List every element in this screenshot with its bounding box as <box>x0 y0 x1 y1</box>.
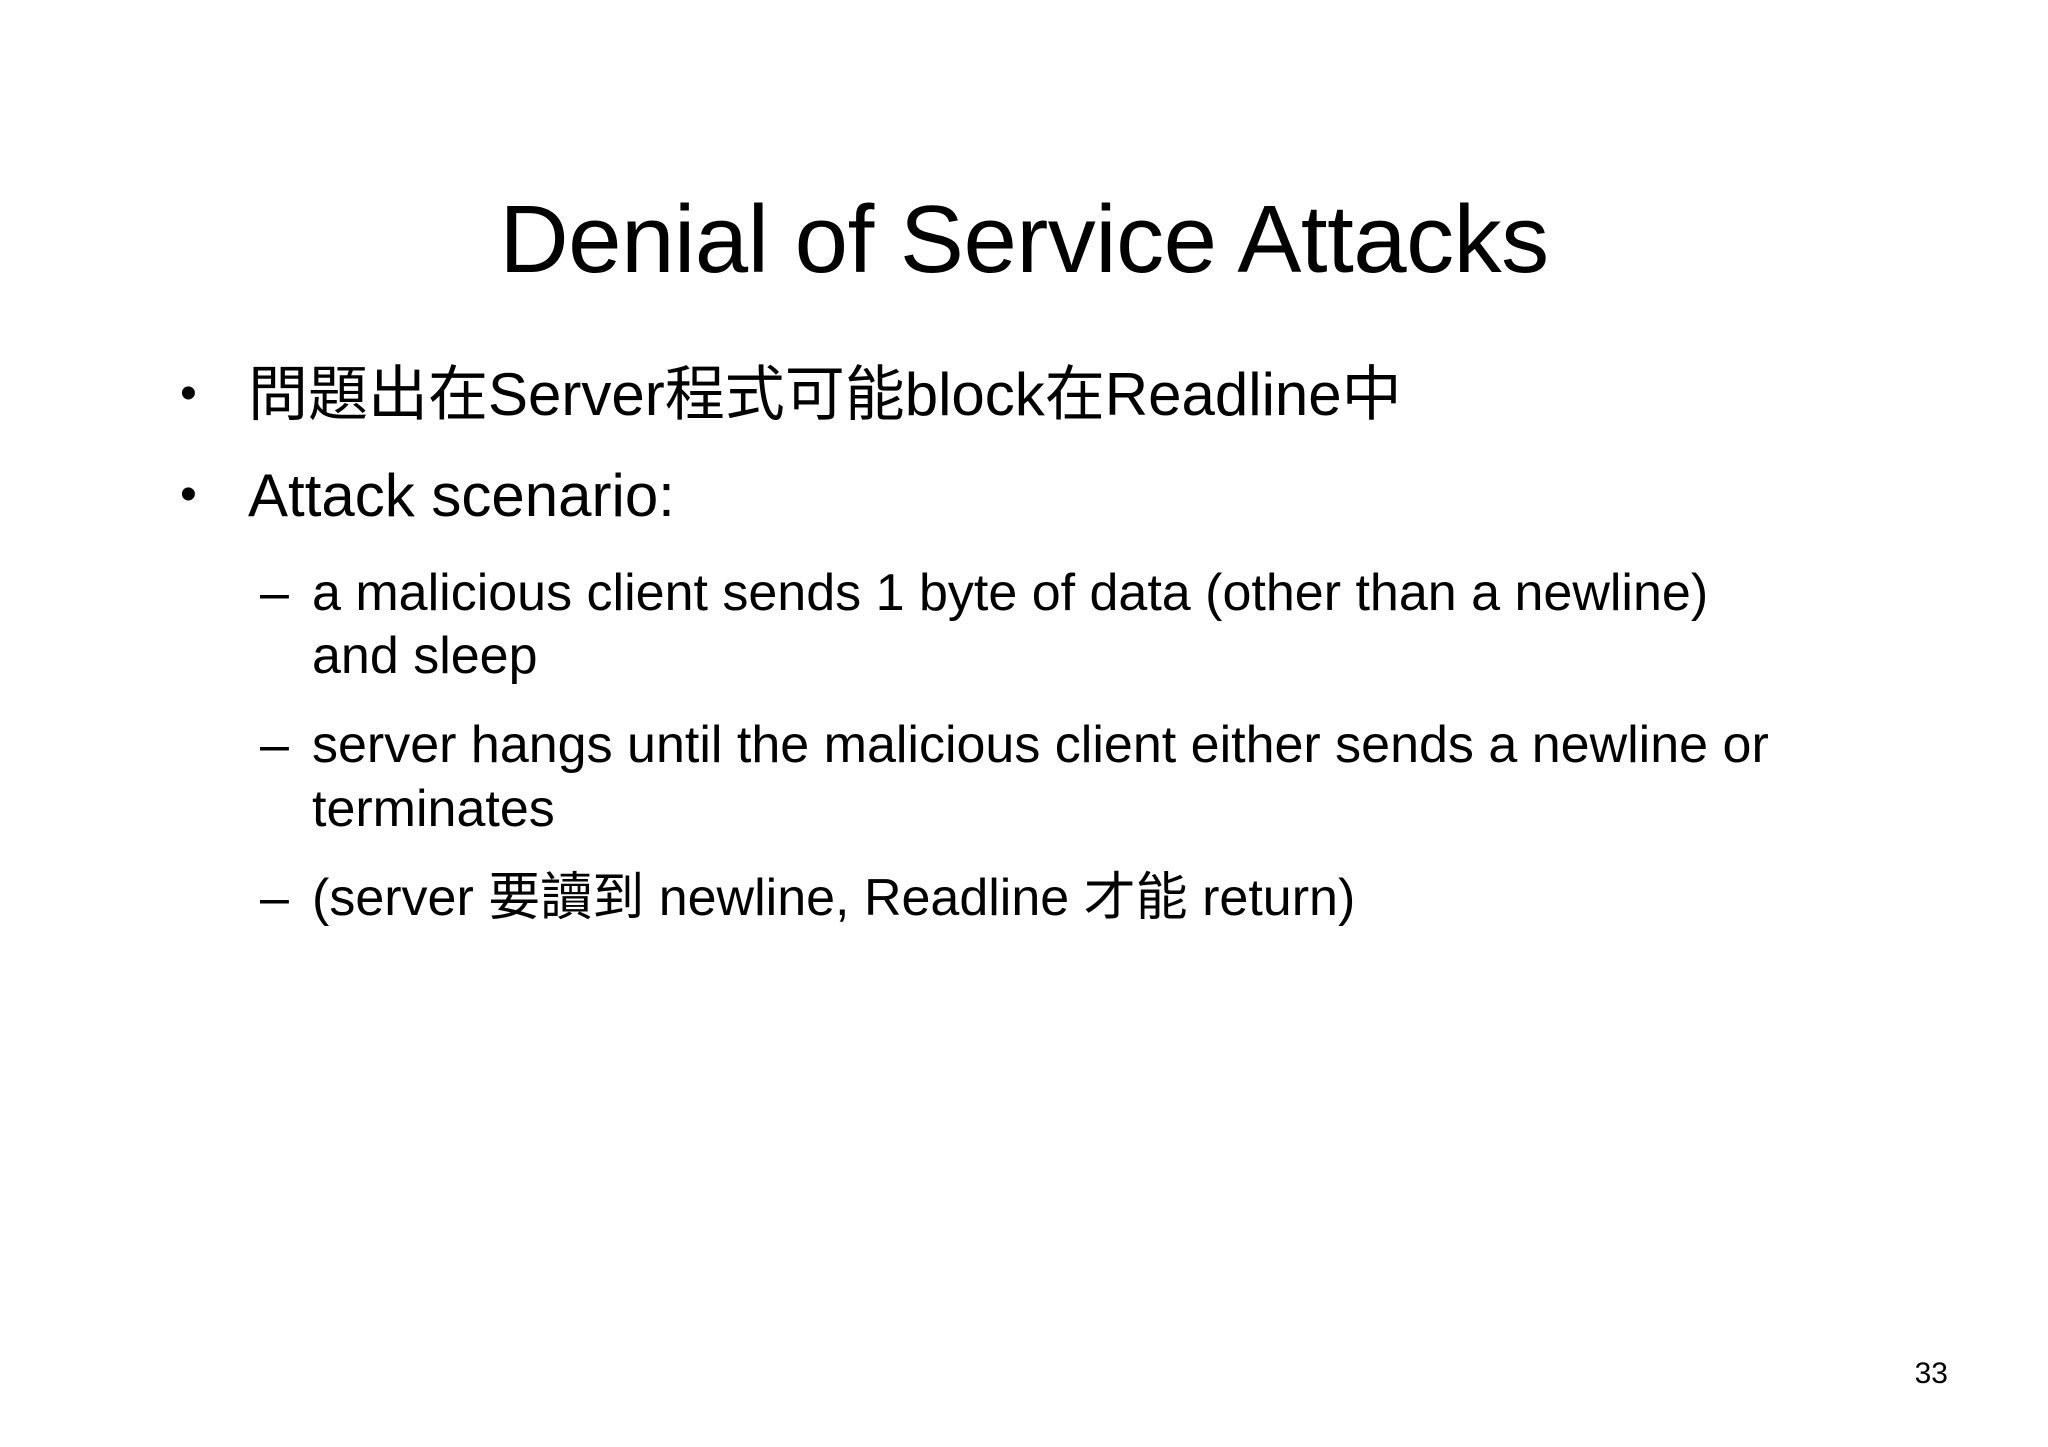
bullet-item: • 問題出在Server程式可能block在Readline中 <box>176 360 1936 431</box>
sub-bullet-text-segment: newline, Readline <box>644 869 1084 928</box>
sub-bullet-text-segment: 才能 <box>1083 868 1188 929</box>
bullet-text-segment: 在 <box>1044 360 1105 430</box>
dash-marker-icon: – <box>260 716 289 775</box>
bullet-text-segment: 問題出在 <box>248 360 488 430</box>
sub-bullet-text: a malicious client sends 1 byte of data … <box>312 563 1709 686</box>
bullet-text-segment: 程式可能 <box>664 360 905 430</box>
dash-marker-icon: – <box>260 869 289 928</box>
sub-bullet-text: (server 要讀到 newline, Readline 才能 return) <box>312 868 1356 929</box>
bullet-marker-icon: • <box>180 367 197 420</box>
bullet-item: • Attack scenario: <box>176 461 1936 532</box>
sub-bullet-text: server hangs until the malicious client … <box>312 716 1769 838</box>
bullet-marker-icon: • <box>180 467 197 521</box>
page-title: Denial of Service Attacks <box>499 186 1549 294</box>
bullet-text: Attack scenario: <box>248 461 675 529</box>
sub-bullet-item: – a malicious client sends 1 byte of dat… <box>176 562 1772 689</box>
sub-bullet-item: – (server 要讀到 newline, Readline 才能 retur… <box>176 867 1772 930</box>
bullet-text-segment: 中 <box>1341 360 1402 430</box>
page-number: 33 <box>1914 1357 1948 1390</box>
sub-bullet-text-segment: (server <box>312 869 489 928</box>
sub-bullet-text-segment: return) <box>1187 869 1356 928</box>
slide-body: • 問題出在Server程式可能block在Readline中 • Attack… <box>176 360 1936 957</box>
dash-marker-icon: – <box>260 563 289 622</box>
bullet-text-segment: Server <box>488 361 665 428</box>
bullet-text-segment: block <box>904 361 1045 428</box>
sub-bullet-item: – server hangs until the malicious clien… <box>176 714 1772 841</box>
bullet-text: 問題出在Server程式可能block在Readline中 <box>248 360 1402 430</box>
sub-bullet-text-segment: 要讀到 <box>488 868 645 929</box>
bullet-text-segment: Readline <box>1104 361 1342 428</box>
